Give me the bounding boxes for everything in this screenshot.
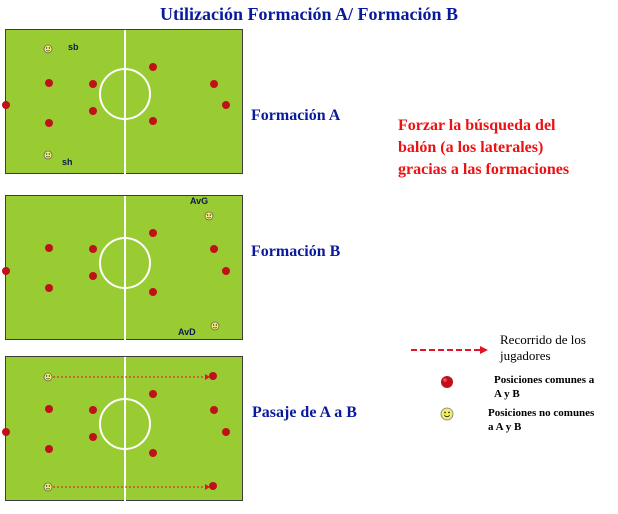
player-icon xyxy=(89,107,97,115)
player-icon xyxy=(89,406,97,414)
player-icon xyxy=(210,245,218,253)
player-icon xyxy=(209,482,217,490)
legend-red-circle-icon xyxy=(441,376,453,388)
legend-arrow-text: Recorrido de los jugadores xyxy=(500,332,586,364)
smiley-face-icon xyxy=(43,150,53,160)
player-icon xyxy=(45,119,53,127)
player-icon xyxy=(222,267,230,275)
player-icon xyxy=(210,80,218,88)
label-formation-b: Formación B xyxy=(251,243,341,260)
pitch-lines xyxy=(2,30,230,175)
player-icon xyxy=(45,79,53,87)
player-icon xyxy=(2,428,10,436)
arrow-head-icon xyxy=(205,484,210,490)
smiley-face-icon xyxy=(43,44,53,54)
tag-avd: AvD xyxy=(178,327,196,337)
smiley-face-icon xyxy=(43,482,53,492)
label-formation-a: Formación A xyxy=(251,107,341,124)
player-icon xyxy=(149,288,157,296)
player-icon xyxy=(149,390,157,398)
player-icon xyxy=(45,405,53,413)
pitch-transition xyxy=(2,356,243,502)
tag-sb: sb xyxy=(68,42,79,52)
player-icon xyxy=(45,244,53,252)
pitch-lines xyxy=(2,357,230,502)
tag-sh: sh xyxy=(62,157,73,167)
label-transition: Pasaje de A a B xyxy=(252,404,357,421)
note-line: Forzar la búsqueda del xyxy=(398,117,556,134)
legend-line: Posiciones no comunes xyxy=(488,407,595,419)
pitch-formation-b: AvG AvD xyxy=(2,195,243,341)
tag-avg: AvG xyxy=(190,196,209,206)
pitch-lines xyxy=(2,196,230,341)
arrow-head-icon xyxy=(205,374,210,380)
player-icon xyxy=(89,433,97,441)
player-icon xyxy=(222,428,230,436)
player-icon xyxy=(2,267,10,275)
smiley-face-icon xyxy=(210,321,220,331)
legend-line: Recorrido de los xyxy=(500,332,586,347)
legend-arrow-icon xyxy=(411,346,488,354)
player-icon xyxy=(89,80,97,88)
player-icon xyxy=(209,372,217,380)
page-title: Utilización Formación A/ Formación B xyxy=(160,4,458,24)
note-line: gracias a las formaciones xyxy=(398,161,570,178)
player-icon xyxy=(45,445,53,453)
pitch-formation-a: sb sh xyxy=(2,29,243,175)
player-icon xyxy=(149,117,157,125)
legend-smiley-icon xyxy=(440,407,454,421)
note-line: balón (a los laterales) xyxy=(398,139,544,156)
player-icon xyxy=(45,284,53,292)
smiley-face-icon xyxy=(204,211,214,221)
player-icon xyxy=(89,272,97,280)
player-icon xyxy=(89,245,97,253)
player-icon xyxy=(149,229,157,237)
legend-common-text: Posiciones comunes a A y B xyxy=(494,373,594,401)
legend-line: Posiciones comunes a xyxy=(494,374,595,386)
strategy-note: Forzar la búsqueda del balón (a los late… xyxy=(398,115,569,181)
player-icon xyxy=(2,101,10,109)
player-icon xyxy=(149,449,157,457)
player-icon xyxy=(210,406,218,414)
smiley-face-icon xyxy=(43,372,53,382)
player-icon xyxy=(149,63,157,71)
legend-line: jugadores xyxy=(500,348,551,363)
legend-line: a A y B xyxy=(488,421,522,433)
legend-line: A y B xyxy=(494,388,520,400)
player-icon xyxy=(222,101,230,109)
legend-noncommon-text: Posiciones no comunes a A y B xyxy=(488,406,594,434)
